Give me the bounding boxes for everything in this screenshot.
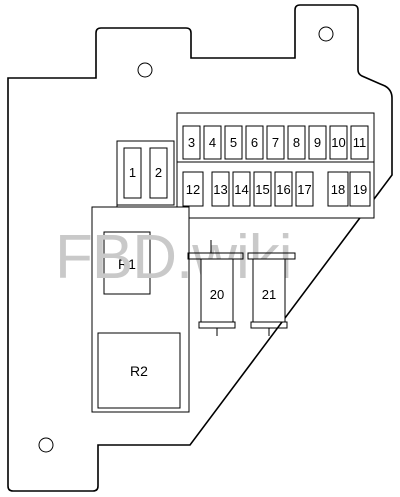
fuse-label-1: 1 bbox=[129, 165, 136, 180]
relay-label-21: 21 bbox=[262, 287, 276, 302]
fuse-16-body bbox=[274, 171, 293, 207]
fuse-label-9: 9 bbox=[314, 135, 321, 150]
mini-relay-21: 21 bbox=[247, 252, 296, 336]
fuse-10-body bbox=[329, 125, 348, 160]
fuse-1-body bbox=[123, 147, 142, 199]
mini-relay-20-body bbox=[200, 258, 234, 323]
mini-relay-20: 20 bbox=[187, 240, 244, 336]
relay-r1 bbox=[103, 231, 151, 295]
mounting-hole bbox=[318, 26, 334, 42]
fuse-row-bottom: 12 13 14 15 16 17 18 19 bbox=[182, 171, 371, 207]
fuse-3-body bbox=[182, 125, 201, 160]
fuse-label-6: 6 bbox=[251, 135, 258, 150]
fuse-label-12: 12 bbox=[186, 182, 200, 197]
fuse-2-body bbox=[149, 147, 168, 199]
mounting-hole bbox=[38, 437, 54, 453]
relay-label-r2: R2 bbox=[130, 363, 148, 379]
fuse-12-body bbox=[182, 171, 204, 207]
housing-outline bbox=[7, 4, 393, 492]
fuse-9-body bbox=[308, 125, 327, 160]
fuse-5-body bbox=[224, 125, 243, 160]
fuse-17-body bbox=[295, 171, 314, 207]
mini-relay-20-bottom-rail bbox=[198, 321, 236, 329]
fuse-label-4: 4 bbox=[209, 135, 216, 150]
small-fuse-holder bbox=[116, 140, 175, 206]
fuse-8-body bbox=[287, 125, 306, 160]
fuse-label-7: 7 bbox=[272, 135, 279, 150]
fuse-label-2: 2 bbox=[155, 165, 162, 180]
fuse-11-body bbox=[350, 125, 369, 160]
fuse-label-8: 8 bbox=[293, 135, 300, 150]
fuse-label-19: 19 bbox=[353, 182, 367, 197]
fuse-15-body bbox=[253, 171, 272, 207]
fuse-label-11: 11 bbox=[353, 135, 367, 150]
fuse-4-body bbox=[203, 125, 222, 160]
fuse-13-body bbox=[211, 171, 230, 207]
fuse-label-3: 3 bbox=[188, 135, 195, 150]
mini-relay-21-body bbox=[252, 258, 286, 323]
fuse-19-body bbox=[349, 171, 371, 207]
fuse-label-15: 15 bbox=[255, 182, 269, 197]
fuse-label-13: 13 bbox=[213, 182, 227, 197]
fuse-7-body bbox=[266, 125, 285, 160]
mounting-hole bbox=[137, 62, 153, 78]
fuse-label-5: 5 bbox=[230, 135, 237, 150]
fuse-label-18: 18 bbox=[331, 182, 345, 197]
fuse-block-frame bbox=[176, 112, 375, 219]
fuse-14-body bbox=[232, 171, 251, 207]
fuse-6-body bbox=[245, 125, 264, 160]
fuse-18-body bbox=[327, 171, 349, 207]
fuse-row-top: 3 4 5 6 7 8 9 10 11 bbox=[182, 125, 369, 160]
fuse-label-16: 16 bbox=[276, 182, 290, 197]
fuse-label-17: 17 bbox=[297, 182, 311, 197]
relay-label-r1: R1 bbox=[118, 256, 136, 272]
relay-label-20: 20 bbox=[210, 287, 224, 302]
relay-r2 bbox=[97, 332, 181, 409]
fuse-label-14: 14 bbox=[234, 182, 248, 197]
fuse-label-10: 10 bbox=[331, 135, 345, 150]
